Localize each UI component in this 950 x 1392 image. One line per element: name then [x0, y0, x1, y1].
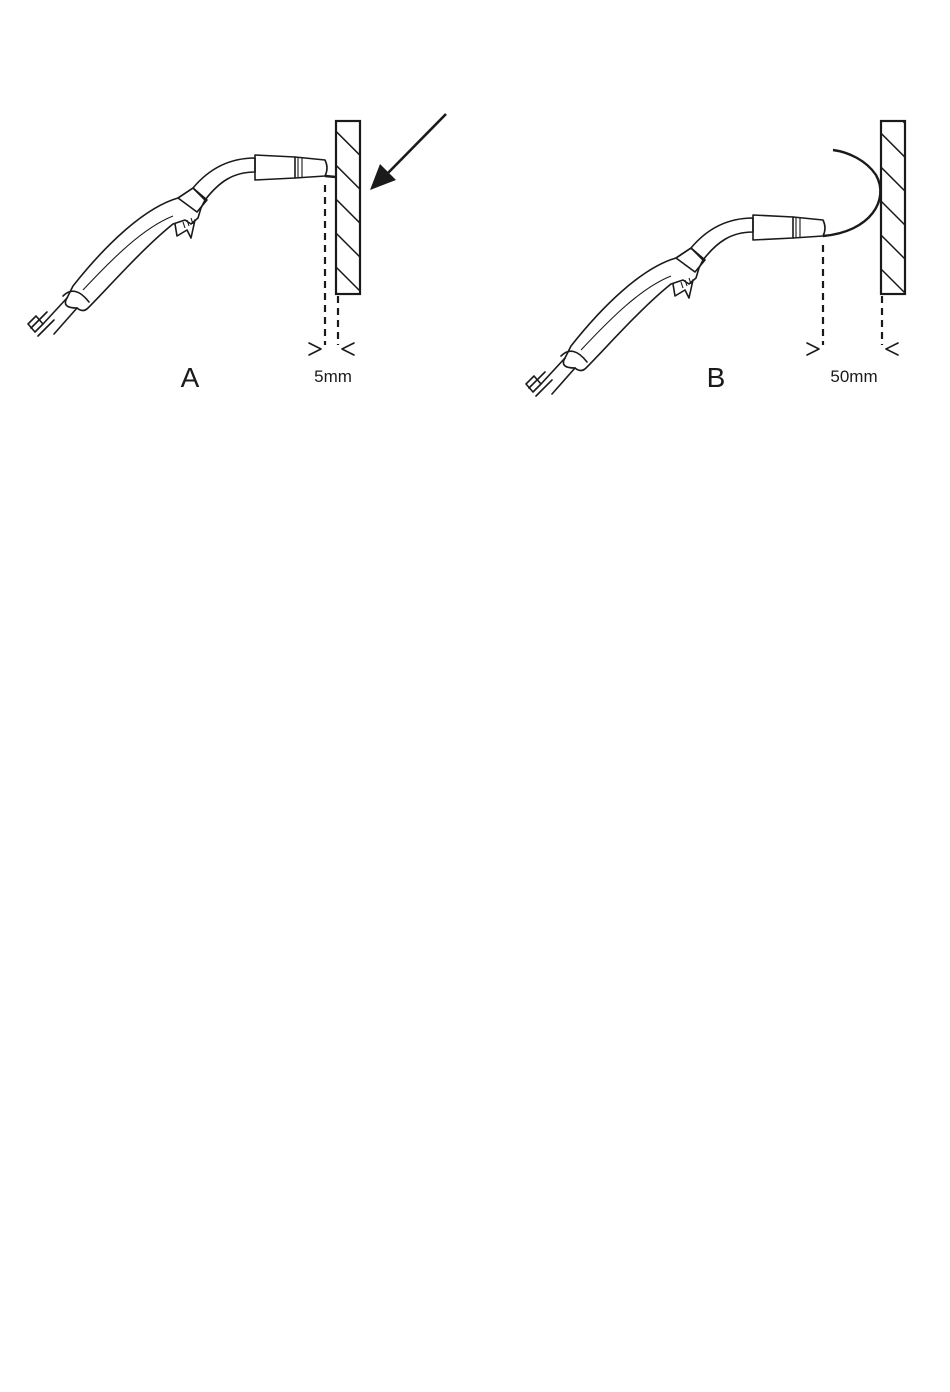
dimension-tick-a-left [309, 343, 321, 355]
dimension-tick-b-left [807, 343, 819, 355]
panel-b: 50mm B [526, 121, 905, 396]
dimension-tick-b-right [886, 343, 898, 355]
panel-label-a: A [181, 362, 200, 393]
workpiece-a-icon [336, 121, 360, 294]
gap-label-a: 5mm [314, 367, 352, 386]
torch-b-icon [526, 215, 825, 396]
pointer-arrow-icon [370, 114, 446, 190]
panel-a: 5mm A [28, 114, 446, 393]
wire-stickout-a [325, 176, 336, 177]
wire-stickout-b [823, 150, 880, 236]
gap-label-b: 50mm [830, 367, 877, 386]
workpiece-b-icon [881, 121, 905, 294]
dimension-tick-a-right [342, 343, 354, 355]
panel-label-b: B [707, 362, 726, 393]
torch-a-icon [28, 155, 327, 336]
